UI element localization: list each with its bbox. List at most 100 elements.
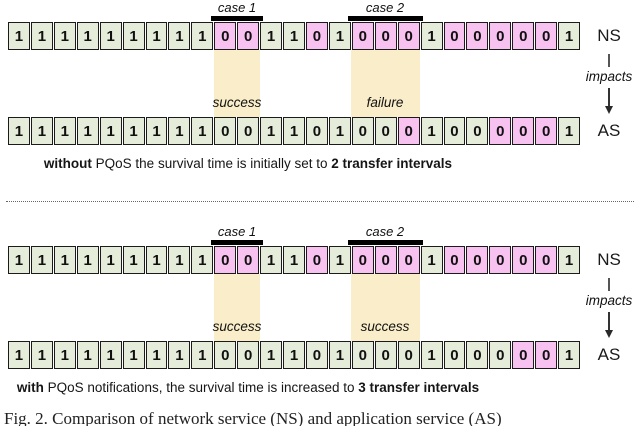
bit-cell: 1	[168, 22, 191, 50]
figure-caption: Fig. 2. Comparison of network service (N…	[4, 409, 502, 426]
bit-cell: 0	[466, 117, 489, 145]
bit-cell: 1	[283, 341, 305, 369]
bit-cell: 0	[512, 246, 535, 274]
bit-cell: 1	[420, 117, 443, 145]
bit-cell: 1	[191, 117, 214, 145]
impacts-arrow-shaft	[608, 88, 610, 107]
as-row-label: AS	[597, 121, 621, 140]
bit-cell: 1	[99, 341, 122, 369]
case2-highlight-band	[351, 50, 420, 117]
bit-cell: 1	[145, 22, 168, 50]
bit-cell: 1	[8, 22, 30, 50]
bit-cell: 1	[145, 341, 168, 369]
bit-cell: 0	[374, 246, 397, 274]
bit-cell: 1	[558, 246, 581, 274]
bit-cell: 1	[328, 341, 351, 369]
bit-cell: 1	[99, 22, 122, 50]
bit-cell: 1	[30, 341, 53, 369]
bit-cell: 0	[466, 22, 489, 50]
case1-highlight-band	[214, 274, 260, 341]
bit-cell: 1	[168, 341, 191, 369]
bit-cell: 0	[535, 22, 558, 50]
bit-cell: 0	[237, 246, 260, 274]
bit-cell: 0	[512, 341, 535, 369]
as-row-label: AS	[597, 345, 621, 364]
bit-cell: 0	[512, 22, 535, 50]
diagram-caption: without PQoS the survival time is initia…	[0, 154, 496, 174]
bit-cell: 1	[30, 22, 53, 50]
bit-cell: 1	[53, 341, 76, 369]
bit-cell: 0	[443, 22, 466, 50]
impacts-arrow-shaft	[608, 312, 610, 331]
bit-cell: 1	[30, 246, 53, 274]
case2-label: case 2	[365, 224, 405, 239]
bit-cell: 1	[168, 117, 191, 145]
bit-cell: 0	[397, 341, 420, 369]
bit-cell: 1	[260, 117, 283, 145]
bit-cell: 1	[168, 246, 191, 274]
case2-result-label: success	[360, 319, 410, 334]
bit-cell: 0	[443, 341, 466, 369]
case2-result-label: failure	[366, 95, 404, 110]
bit-cell: 0	[535, 246, 558, 274]
bit-cell: 1	[99, 246, 122, 274]
case2-bar	[348, 16, 423, 21]
case2-bar	[348, 240, 423, 245]
bit-cell: 0	[305, 341, 328, 369]
bit-cell: 0	[351, 246, 374, 274]
bit-cell: 0	[512, 117, 535, 145]
impacts-label: impacts	[585, 69, 633, 84]
bit-cell: 1	[122, 117, 145, 145]
case1-bar	[211, 240, 263, 245]
case1-result-label: success	[212, 95, 262, 110]
bit-cell: 0	[351, 117, 374, 145]
bit-cell: 1	[30, 117, 53, 145]
case1-label: case 1	[217, 224, 257, 239]
bit-cell: 1	[420, 341, 443, 369]
bit-cell: 1	[283, 22, 305, 50]
bit-cell: 1	[420, 246, 443, 274]
caption-text: 2 transfer intervals	[331, 156, 453, 171]
case2-label: case 2	[365, 0, 405, 15]
bit-cell: 0	[374, 117, 397, 145]
bit-cell: 0	[305, 117, 328, 145]
impacts-arrow-head-icon	[604, 330, 613, 338]
bit-cell: 1	[328, 117, 351, 145]
bit-cell: 1	[122, 22, 145, 50]
bit-cell: 1	[145, 117, 168, 145]
bit-cell: 1	[8, 341, 30, 369]
bit-cell: 1	[283, 117, 305, 145]
bit-cell: 1	[53, 246, 76, 274]
bit-cell: 0	[489, 341, 512, 369]
impacts-connector-line	[608, 54, 610, 67]
bit-cell: 0	[237, 341, 260, 369]
caption-text: PQoS the survival time is initially set …	[91, 156, 332, 171]
bit-cell: 0	[489, 117, 512, 145]
bit-cell: 0	[535, 117, 558, 145]
dotted-separator	[6, 201, 634, 202]
bit-cell: 1	[328, 22, 351, 50]
bit-cell: 0	[305, 22, 328, 50]
bit-cell: 0	[374, 22, 397, 50]
bit-cell: 1	[260, 22, 283, 50]
bit-cell: 1	[420, 22, 443, 50]
bit-cell: 1	[191, 341, 214, 369]
bit-cell: 1	[122, 246, 145, 274]
case2-highlight-band	[351, 274, 420, 341]
bit-cell: 0	[397, 117, 420, 145]
case1-result-label: success	[212, 319, 262, 334]
bit-cell: 0	[214, 341, 237, 369]
impacts-label: impacts	[585, 293, 633, 308]
bit-cell: 1	[76, 341, 99, 369]
caption-text: with	[16, 380, 44, 395]
bit-cell: 1	[191, 246, 214, 274]
bit-cell: 1	[558, 341, 581, 369]
caption-text: without	[43, 156, 92, 171]
bit-cell: 0	[214, 117, 237, 145]
bit-cell: 1	[8, 117, 30, 145]
